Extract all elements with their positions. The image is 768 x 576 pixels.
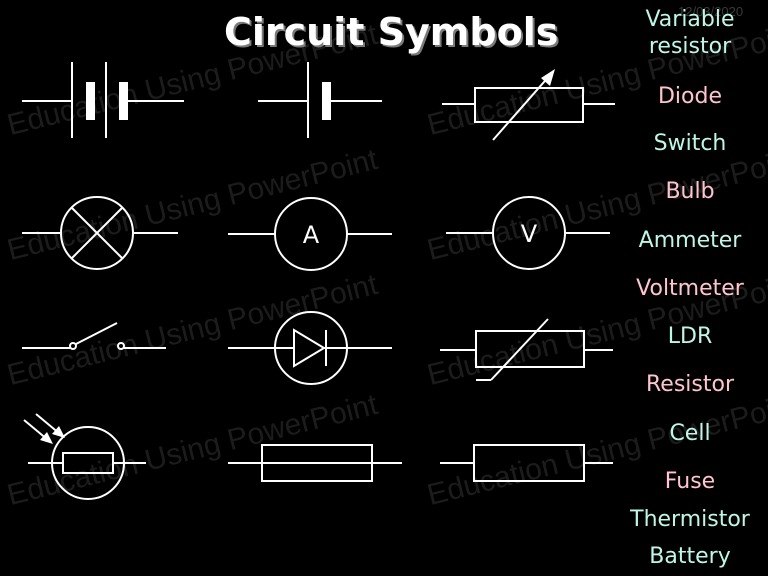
cell-symbol: [258, 62, 382, 138]
ammeter-symbol: A: [228, 197, 392, 271]
label-cell: Cell: [669, 421, 711, 446]
label-battery: Battery: [649, 544, 731, 569]
battery-symbol: [22, 62, 184, 138]
label-thermistor: Thermistor: [630, 507, 750, 532]
label-variable-resistor: Variable resistor: [645, 7, 735, 59]
voltmeter-letter: V: [521, 220, 538, 248]
label-resistor: Resistor: [646, 372, 734, 397]
label-bulb: Bulb: [665, 179, 715, 204]
variable-resistor-symbol: [442, 69, 615, 141]
bulb-symbol: [22, 196, 178, 270]
fuse-symbol: [228, 444, 402, 482]
diode-symbol: [228, 311, 392, 385]
ammeter-letter: A: [303, 221, 320, 249]
label-diode: Diode: [657, 84, 722, 109]
ldr-symbol: [23, 413, 146, 500]
label-fuse: Fuse: [664, 469, 716, 494]
thermistor-symbol: [440, 318, 613, 381]
slide-date: 12/03/2020: [678, 4, 744, 19]
label-switch: Switch: [653, 131, 727, 156]
label-ldr: LDR: [667, 324, 713, 349]
resistor-symbol: [440, 444, 613, 482]
switch-symbol: [22, 322, 166, 350]
label-voltmeter: Voltmeter: [636, 276, 744, 301]
label-ammeter: Ammeter: [638, 228, 742, 253]
slide-title: Circuit Symbols: [224, 10, 559, 54]
voltmeter-symbol: V: [446, 196, 610, 270]
